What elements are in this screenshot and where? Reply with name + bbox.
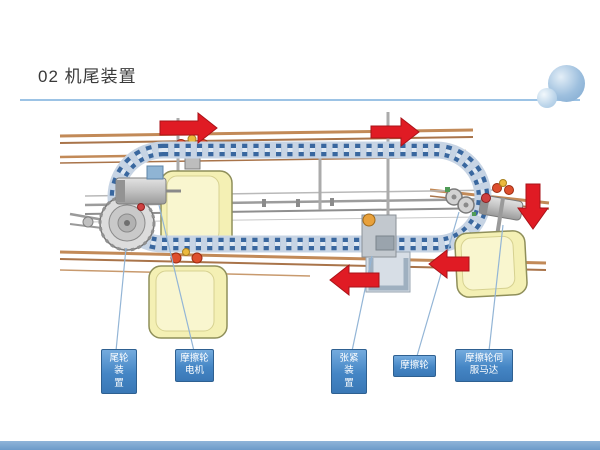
decorative-circle-small	[537, 88, 557, 108]
flow-arrow-right-top-left	[159, 111, 218, 145]
title-divider-line	[20, 99, 580, 101]
flow-arrow-right-top-center	[370, 116, 420, 148]
callout-friction-wheel-servo: 摩擦轮伺 服马达	[455, 349, 513, 382]
page-title: 02 机尾装置	[38, 67, 137, 86]
callout-friction-wheel: 摩擦轮	[393, 355, 436, 378]
hanger-carriage-left-lower	[148, 248, 228, 339]
flow-arrow-down-right-side	[517, 183, 549, 230]
servo-motor-assembly	[478, 179, 524, 237]
callout-tensioning-device: 张紧装 置	[331, 349, 367, 395]
friction-wheel-motor-assembly	[115, 165, 181, 211]
flow-arrows	[159, 111, 549, 297]
callout-tail-wheel-device: 尾轮装 置	[101, 349, 137, 395]
flow-arrow-left-bottom-right	[428, 248, 470, 280]
flow-arrow-left-bottom-center	[329, 263, 380, 297]
roller-chain-loop	[107, 141, 492, 253]
callout-leader-lines	[115, 204, 504, 357]
callout-friction-wheel-motor: 摩擦轮 电机	[175, 349, 214, 382]
friction-wheel-assembly	[445, 187, 476, 216]
footer-bar	[0, 441, 600, 450]
